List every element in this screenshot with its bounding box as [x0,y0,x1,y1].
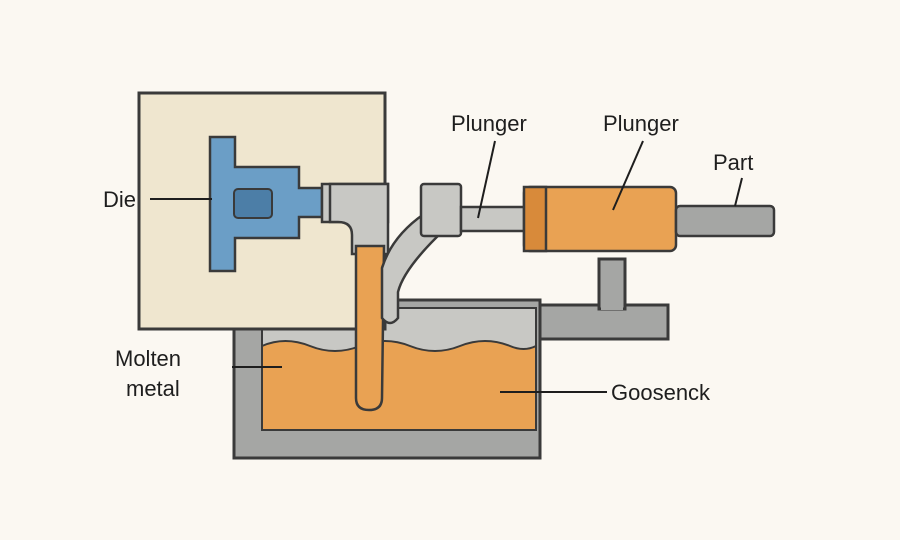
cylinder-head [419,182,463,238]
riser-post [597,257,627,311]
label-molten-line2: metal [126,376,180,401]
molten-metal-pool [261,340,537,431]
label-plunger-right: Plunger [603,111,679,136]
cavity-core [233,188,273,219]
plunger-end-cap [522,185,548,253]
label-die: Die [103,187,136,212]
leader-plunger-right [612,140,644,211]
leader-part [734,177,743,207]
leader-plunger-top [477,140,496,219]
joint-cover [601,302,623,310]
label-plunger-top: Plunger [451,111,527,136]
gooseneck-channel [354,244,386,412]
gooseneck-pipe-outline [380,212,446,325]
plunger-rod [459,205,529,233]
part-rod [674,204,776,238]
label-gooseneck: Goosenck [611,380,711,405]
label-molten-line1: Molten [115,346,181,371]
label-part: Part [713,150,753,175]
